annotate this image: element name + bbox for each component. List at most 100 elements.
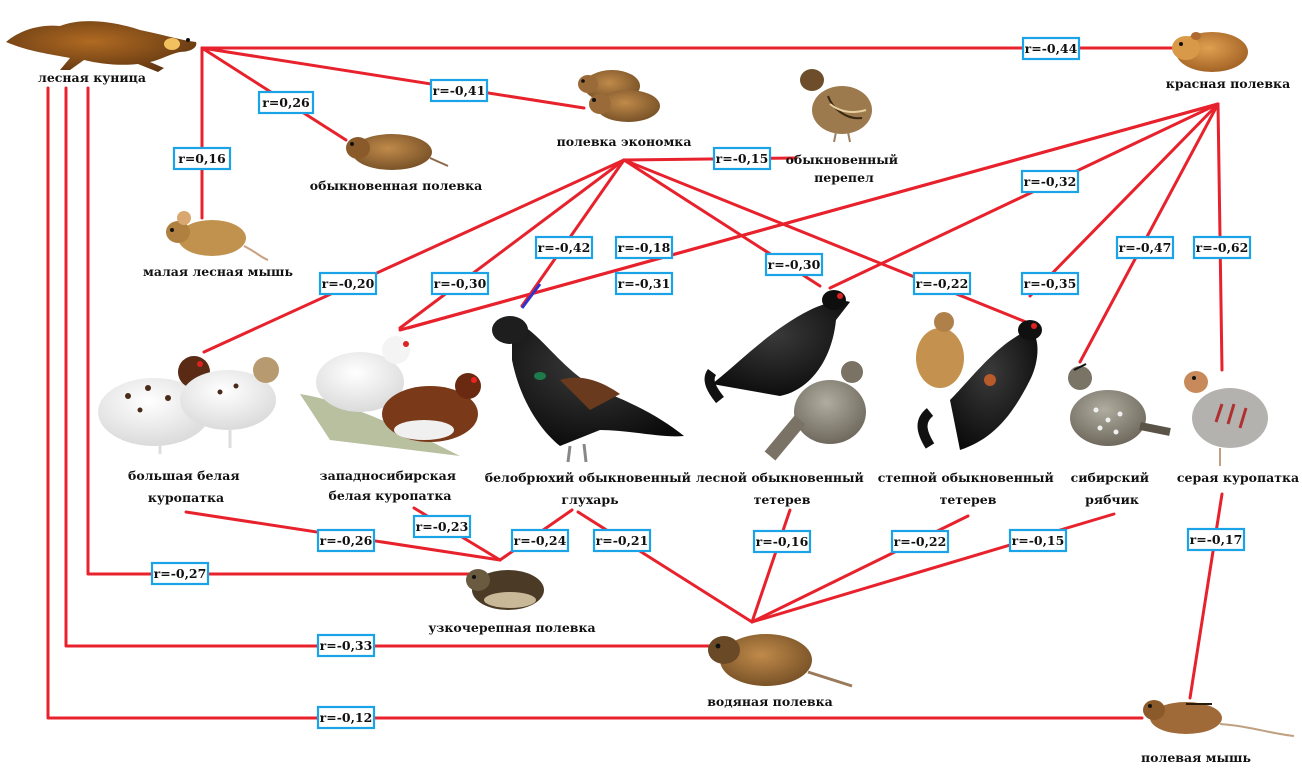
west-siberian-ptarmigan-icon xyxy=(300,336,481,456)
link-tundravole-willow xyxy=(202,158,626,354)
label-willow-ptarmigan: большая белая куропатка xyxy=(128,468,244,505)
link-tundravole-wsptarm xyxy=(398,158,626,330)
svg-text:r=-0,18: r=-0,18 xyxy=(618,240,671,255)
label-grey-partridge: серая куропатка xyxy=(1177,470,1299,485)
r-box-tundravole-forestgrouse: r=-0,30 xyxy=(764,252,824,277)
r-box-partridge-fieldmouse: r=-0,17 xyxy=(1186,527,1246,552)
willow-ptarmigan-icon xyxy=(98,356,279,454)
r-box-marten-tundravole: r=-0,41 xyxy=(429,78,489,103)
grey-partridge-icon xyxy=(1184,371,1268,466)
label-red-vole: красная полевка xyxy=(1166,76,1290,91)
svg-text:r=-0,17: r=-0,17 xyxy=(1190,532,1243,547)
tundra-vole-icon xyxy=(578,70,660,122)
r-box-tundravole-steppegrouse: r=-0,22 xyxy=(912,271,972,296)
r-box-steppegrouse-watervole: r=-0,22 xyxy=(890,529,950,554)
label-marten: лесная куница xyxy=(38,70,146,85)
r-box-marten-fieldmouse: r=-0,12 xyxy=(316,705,376,730)
svg-text:r=-0,12: r=-0,12 xyxy=(320,710,373,725)
svg-text:r=-0,15: r=-0,15 xyxy=(716,151,769,166)
label-narrow-vole: узкочерепная полевка xyxy=(428,620,595,635)
link-marten-fieldmouse xyxy=(46,86,1144,720)
field-mouse-icon xyxy=(1143,700,1295,737)
r-box-hazel-watervole: r=-0,15 xyxy=(1008,528,1068,553)
svg-text:r=-0,30: r=-0,30 xyxy=(434,276,487,291)
svg-text:r=-0,27: r=-0,27 xyxy=(154,566,207,581)
svg-text:r=-0,47: r=-0,47 xyxy=(1119,240,1172,255)
label-wood-mouse: малая лесная мышь xyxy=(143,264,293,279)
svg-text:r=-0,62: r=-0,62 xyxy=(1196,240,1249,255)
svg-text:r=0,16: r=0,16 xyxy=(178,151,226,166)
svg-text:r=-0,20: r=-0,20 xyxy=(322,276,375,291)
black-grouse-forest-icon xyxy=(704,290,866,461)
svg-text:r=-0,41: r=-0,41 xyxy=(433,83,486,98)
svg-text:r=-0,22: r=-0,22 xyxy=(894,534,947,549)
svg-text:r=-0,22: r=-0,22 xyxy=(916,276,969,291)
r-box-redvole-partridge: r=-0,62 xyxy=(1192,235,1252,260)
r-box-capercaillie-narrowvole: r=-0,24 xyxy=(510,528,570,553)
svg-text:r=-0,31: r=-0,31 xyxy=(618,276,671,291)
common-vole-icon xyxy=(346,134,449,170)
r-box-tundravole-quail: r=-0,15 xyxy=(712,146,772,171)
svg-text:r=-0,24: r=-0,24 xyxy=(514,533,567,548)
r-box-tundravole-wsptarm: r=-0,30 xyxy=(430,271,490,296)
capercaillie-icon xyxy=(492,316,684,463)
link-marten-narrowvole xyxy=(86,86,472,576)
r-box-redvole-wsptarm: r=-0,31 xyxy=(614,271,674,296)
svg-text:r=-0,16: r=-0,16 xyxy=(756,534,809,549)
label-common-vole: обыкновенная полевка xyxy=(310,178,482,193)
link-marten-tundravole xyxy=(200,46,586,110)
label-hazel-grouse: сибирский рябчик xyxy=(1071,470,1154,507)
svg-text:r=-0,42: r=-0,42 xyxy=(538,240,591,255)
label-field-mouse: полевая мышь xyxy=(1141,750,1251,765)
svg-text:r=-0,26: r=-0,26 xyxy=(320,533,373,548)
link-redvole-hazel xyxy=(1078,102,1220,364)
quail-icon xyxy=(800,69,872,143)
species-labels: лесная куница красная полевка полевка эк… xyxy=(38,70,1299,765)
svg-text:r=-0,32: r=-0,32 xyxy=(1024,174,1077,189)
svg-text:r=-0,44: r=-0,44 xyxy=(1025,41,1078,56)
link-redvole-steppegrouse xyxy=(1028,102,1220,298)
svg-text:r=0,26: r=0,26 xyxy=(262,95,310,110)
link-partridge-fieldmouse xyxy=(1188,492,1224,700)
r-box-forestgrouse-watervole: r=-0,16 xyxy=(752,529,812,554)
svg-text:r=-0,23: r=-0,23 xyxy=(416,519,469,534)
label-forest-grouse: лесной обыкновенный тетерев xyxy=(696,470,868,507)
r-box-wsptarm-narrowvole: r=-0,23 xyxy=(412,514,472,539)
r-box-marten-watervole: r=-0,33 xyxy=(316,633,376,658)
link-marten-watervole xyxy=(64,86,712,648)
r-box-willow-narrowvole: r=-0,26 xyxy=(316,528,376,553)
r-box-marten-woodmouse: r=0,16 xyxy=(172,146,232,171)
correlation-values: r=-0,44 r=-0,41 r=0,26 r=0,16 r=-0,15 r=… xyxy=(150,36,1252,730)
black-grouse-steppe-icon xyxy=(916,312,1042,450)
correlation-links xyxy=(46,46,1224,720)
label-steppe-grouse: степной обыкновенный тетерев xyxy=(878,470,1058,507)
r-box-marten-redvole: r=-0,44 xyxy=(1021,36,1081,61)
label-water-vole: водяная полевка xyxy=(707,694,833,709)
r-box-marten-narrowvole: r=-0,27 xyxy=(150,561,210,586)
r-box-redvole-hazel: r=-0,47 xyxy=(1115,235,1175,260)
label-capercaillie: белобрюхий обыкновенный глухарь xyxy=(485,470,696,507)
link-forestgrouse-watervole xyxy=(750,508,792,624)
r-box-tundravole-capercaillie: r=-0,42 xyxy=(534,235,594,260)
svg-text:r=-0,35: r=-0,35 xyxy=(1024,276,1077,291)
r-box-redvole-forestgrouse: r=-0,32 xyxy=(1020,169,1080,194)
label-tundra-vole: полевка экономка xyxy=(557,134,692,149)
animal-pictures xyxy=(6,21,1295,737)
pine-marten-icon xyxy=(6,21,197,72)
r-box-capercaillie-watervole: r=-0,21 xyxy=(592,528,652,553)
label-quail: обыкновенный перепел xyxy=(786,152,903,185)
svg-text:r=-0,21: r=-0,21 xyxy=(596,533,649,548)
hazel-grouse-icon xyxy=(1068,363,1171,446)
narrow-skulled-vole-icon xyxy=(466,569,544,610)
link-redvole-forestgrouse xyxy=(828,102,1220,290)
link-tundravole-capercaillie xyxy=(520,158,626,308)
red-vole-icon xyxy=(1172,32,1248,72)
svg-text:r=-0,30: r=-0,30 xyxy=(768,257,821,272)
link-accent-capercaillie xyxy=(520,283,542,309)
link-capercaillie-watervole xyxy=(576,510,754,624)
r-box-redvole-willow: r=-0,20 xyxy=(318,271,378,296)
r-box-marten-commonvole: r=0,26 xyxy=(257,90,315,115)
r-box-redvole-steppegrouse: r=-0,35 xyxy=(1020,271,1080,296)
link-redvole-wsptarm xyxy=(398,102,1220,332)
